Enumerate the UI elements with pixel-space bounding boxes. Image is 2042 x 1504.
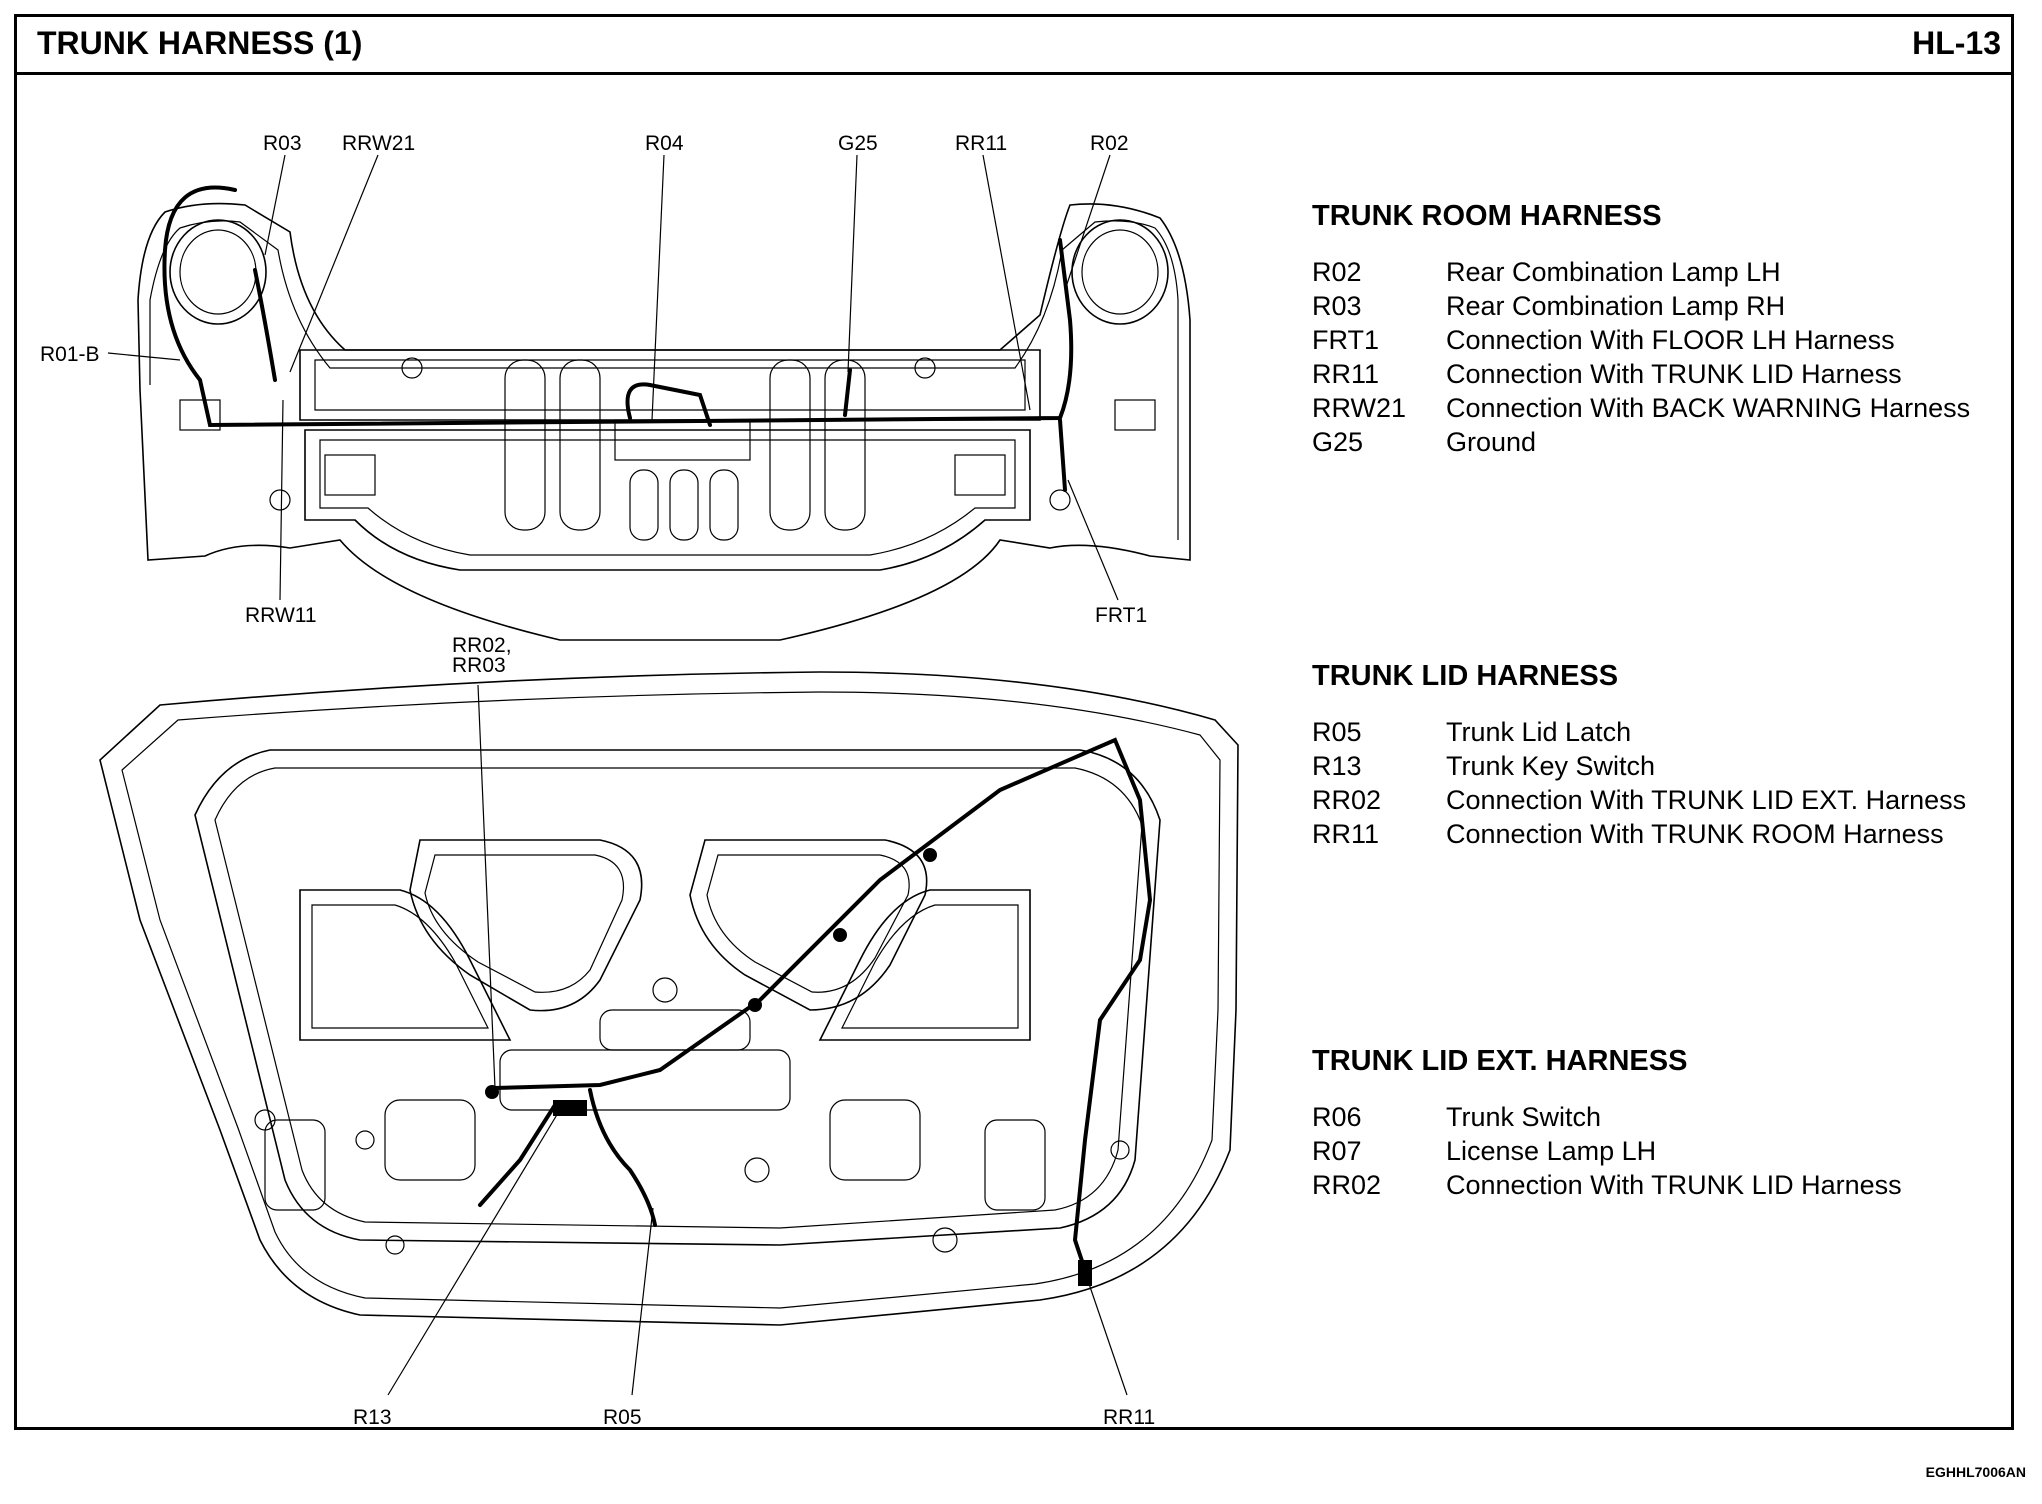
connector-block — [553, 1100, 587, 1116]
page-number: HL-13 — [1912, 25, 2001, 61]
drawing-code: EGHHL7006AN — [1925, 1464, 2026, 1480]
callout-r04: R04 — [645, 132, 684, 155]
bottom-leader-lines — [387, 684, 1128, 1396]
callout-r13: R13 — [353, 1406, 392, 1429]
page-title: TRUNK HARNESS (1) — [37, 25, 363, 61]
callout-g25: G25 — [838, 132, 878, 155]
legend-title: TRUNK LID HARNESS — [1312, 660, 1619, 692]
legend-title: TRUNK ROOM HARNESS — [1312, 200, 1662, 232]
diagram-frame: TRUNK HARNESS (1) HL-13 — [14, 14, 2014, 1430]
callout-rr11-top: RR11 — [955, 132, 1007, 155]
callout-rr02: RR02, — [452, 634, 512, 657]
callout-rr11-bottom: RR11 — [1103, 1406, 1155, 1429]
top-leader-lines — [107, 154, 1119, 601]
callout-rrw21: RRW21 — [342, 132, 415, 155]
callout-r02: R02 — [1090, 132, 1129, 155]
header-bar: TRUNK HARNESS (1) HL-13 — [17, 17, 2011, 75]
trunk-lid-drawing — [99, 671, 1239, 1326]
callout-rrw11: RRW11 — [245, 604, 317, 627]
callout-r05: R05 — [603, 1406, 642, 1429]
callout-rr03: RR03 — [452, 654, 506, 677]
rear-panel-drawing — [137, 185, 1191, 641]
top-callouts: R03 RRW21 R04 G25 RR11 R02 R01-B RRW11 F… — [40, 132, 1147, 627]
callout-r01b: R01-B — [40, 343, 100, 366]
callout-frt1: FRT1 — [1095, 604, 1147, 627]
legend-title: TRUNK LID EXT. HARNESS — [1312, 1045, 1688, 1077]
bottom-callouts: RR02, RR03 R13 R05 RR11 — [353, 634, 1155, 1429]
callout-r03: R03 — [263, 132, 302, 155]
